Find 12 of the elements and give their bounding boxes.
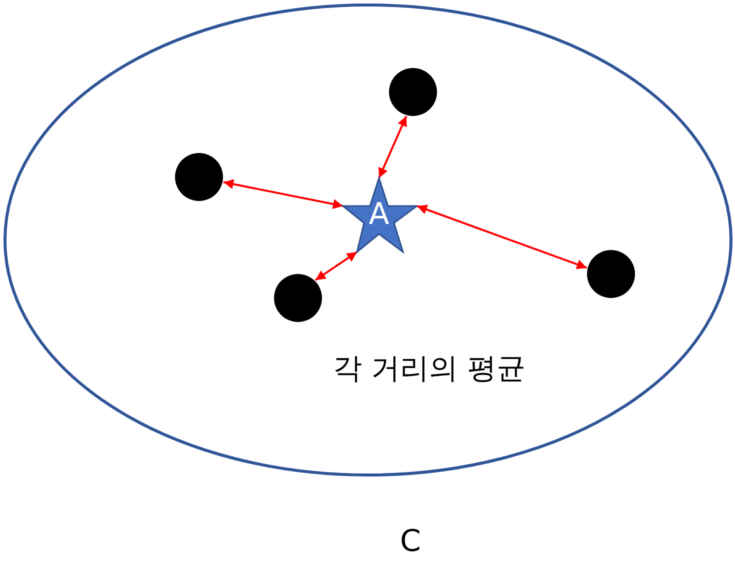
set-ellipse: [3, 3, 733, 477]
set-caption: C: [400, 524, 421, 559]
double-arrow: [416, 204, 588, 270]
dot: [587, 250, 635, 298]
dot: [274, 274, 322, 322]
ellipse-label: 각 거리의 평균: [333, 350, 526, 387]
double-arrow: [314, 251, 358, 281]
star-node: A: [341, 176, 417, 254]
double-arrow: [223, 179, 344, 209]
dot: [175, 153, 223, 201]
double-arrow: [378, 116, 408, 178]
dot: [389, 68, 437, 116]
